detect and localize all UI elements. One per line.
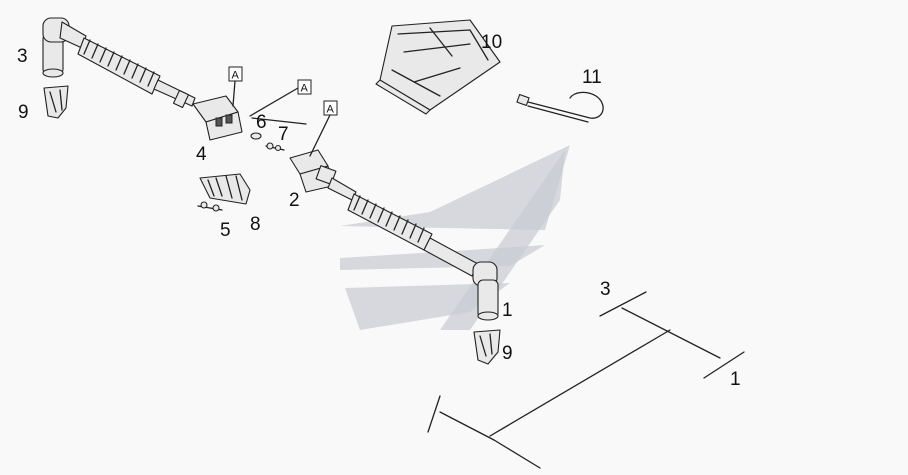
terminal-6 — [250, 132, 262, 140]
reference-box-a1: A — [228, 66, 243, 107]
left-corrugated-hose — [77, 37, 196, 109]
left-sensor-body — [42, 17, 87, 78]
callout-2: 2 — [289, 190, 300, 211]
key-label-1: 1 — [730, 369, 741, 390]
callout-5: 5 — [220, 220, 231, 241]
right-sensor-body — [472, 261, 499, 321]
connector-4 — [192, 95, 243, 141]
terminal-pins-8 — [197, 201, 223, 212]
key-label-3: 3 — [600, 279, 611, 300]
callout-8: 8 — [250, 214, 261, 235]
svg-text:A: A — [232, 70, 240, 82]
callout-7: 7 — [278, 124, 289, 145]
watermark-logo — [340, 145, 570, 330]
reference-box-a3: A — [309, 100, 338, 157]
callout-4: 4 — [196, 144, 207, 165]
connector-seal-5 — [199, 173, 251, 205]
svg-text:A: A — [301, 83, 309, 95]
terminal-7 — [265, 142, 285, 152]
terminal-leader-lines — [249, 87, 307, 125]
svg-text:A: A — [327, 104, 335, 116]
left-sensor-clip — [43, 85, 69, 119]
reference-box-a2: A — [297, 79, 312, 95]
right-corrugated-hose — [327, 177, 479, 277]
callout-9-right: 9 — [502, 343, 513, 364]
cable-tie-11 — [516, 91, 604, 123]
bracket-10 — [375, 19, 501, 115]
callout-11: 11 — [582, 67, 602, 88]
right-sensor-clip — [473, 329, 501, 365]
callout-9-left: 9 — [18, 102, 29, 123]
wiring-key-diagram — [427, 291, 745, 469]
callout-10: 10 — [481, 32, 502, 53]
callout-6: 6 — [256, 112, 267, 133]
callout-3: 3 — [17, 46, 28, 67]
callout-1: 1 — [502, 300, 513, 321]
